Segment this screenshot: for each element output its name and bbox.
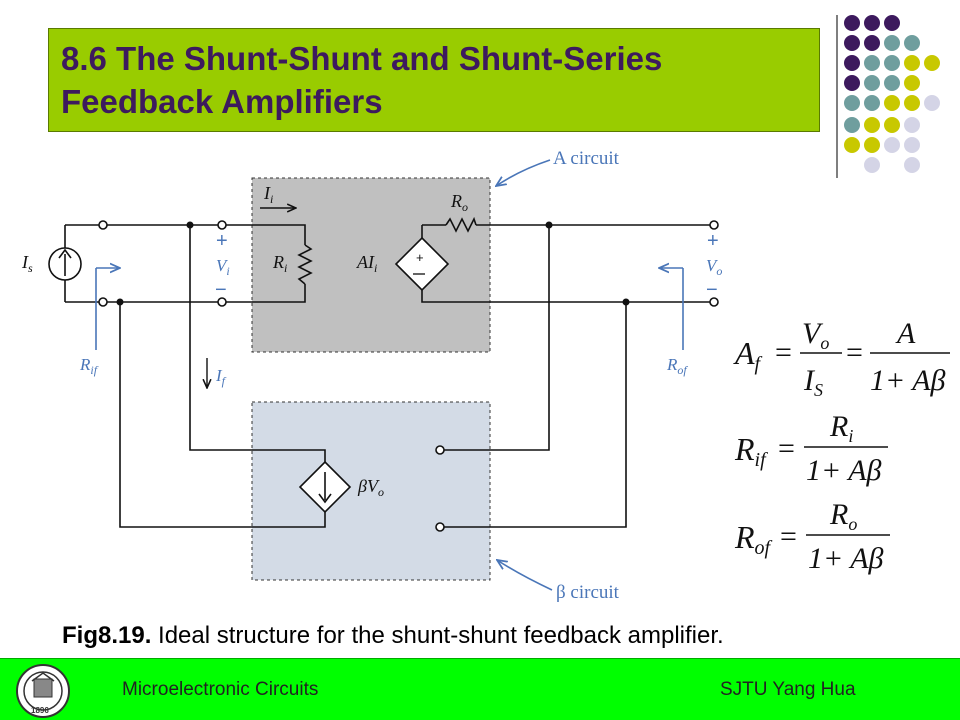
label-vi: Vi [216,256,230,278]
svg-text:1+ Aβ: 1+ Aβ [806,454,882,487]
junction-dots [116,221,630,306]
vo-plus: + [707,230,719,252]
footer-course-title: Microelectronic Circuits [122,679,319,700]
svg-text:Rif: Rif [734,431,768,471]
footer-author: SJTU Yang Hua [720,679,856,700]
beta-circuit-box [251,401,491,581]
svg-text:1+ Aβ: 1+ Aβ [808,542,884,575]
vi-plus: + [216,230,228,252]
caption-text: Ideal structure for the shunt-shunt feed… [151,622,724,649]
label-rof: Rof [666,355,688,377]
title-banner: 8.6 The Shunt-Shunt and Shunt-Series Fee… [48,28,820,132]
label-if: If [215,366,227,388]
current-source-is [48,247,82,281]
resistor-ro [445,216,477,233]
label-ro: Ro [450,191,468,214]
label-rif: Rif [79,355,99,377]
slide-title: 8.6 The Shunt-Shunt and Shunt-Series Fee… [61,37,811,123]
dependent-voltage-source: + [394,236,450,292]
svg-text:+: + [416,250,424,265]
label-is: Is [21,252,33,275]
svg-text:=: = [846,336,863,369]
svg-text:Vo: Vo [802,317,829,353]
svg-text:1+ Aβ: 1+ Aβ [870,364,946,397]
equation-rof: Rof = Ro 1+ Aβ [734,498,890,575]
label-vo: Vo [706,256,722,278]
title-line-2: Feedback Amplifiers [61,83,383,120]
blue-arrows [95,159,684,591]
svg-text:Ri: Ri [829,410,853,446]
svg-text:Ro: Ro [829,498,857,534]
svg-text:A: A [895,317,916,350]
dependent-current-source [298,460,352,514]
resistor-ri [297,244,313,285]
figure-caption: Fig8.19. Ideal structure for the shunt-s… [62,618,952,654]
equation-af: Af = Vo IS = A 1+ Aβ [733,317,950,400]
svg-text:Rof: Rof [734,519,773,559]
footer-bar: 1896 Microelectronic Circuits SJTU Yang … [0,658,960,720]
label-ri: Ri [272,252,287,275]
beta-circuit-label: β circuit [556,582,620,603]
terminals [98,220,719,532]
svg-text:=: = [780,520,797,553]
equation-rif: Rif = Ri 1+ Aβ [734,410,888,487]
label-aii: AIi [356,252,377,275]
svg-text:1896: 1896 [31,706,49,715]
vi-minus: − [215,279,227,301]
svg-text:=: = [775,336,792,369]
svg-text:=: = [778,432,795,465]
wires [64,224,714,528]
university-logo-icon: 1896 [16,664,70,718]
title-line-1: 8.6 The Shunt-Shunt and Shunt-Series [61,40,663,77]
caption-label: Fig8.19. [62,622,152,649]
vo-minus: − [706,279,718,301]
a-circuit-label: A circuit [553,148,620,169]
label-beta-vo: βVo [357,476,384,499]
svg-text:IS: IS [803,364,823,400]
svg-text:Af: Af [733,335,763,375]
label-ii: Ii [263,183,273,206]
